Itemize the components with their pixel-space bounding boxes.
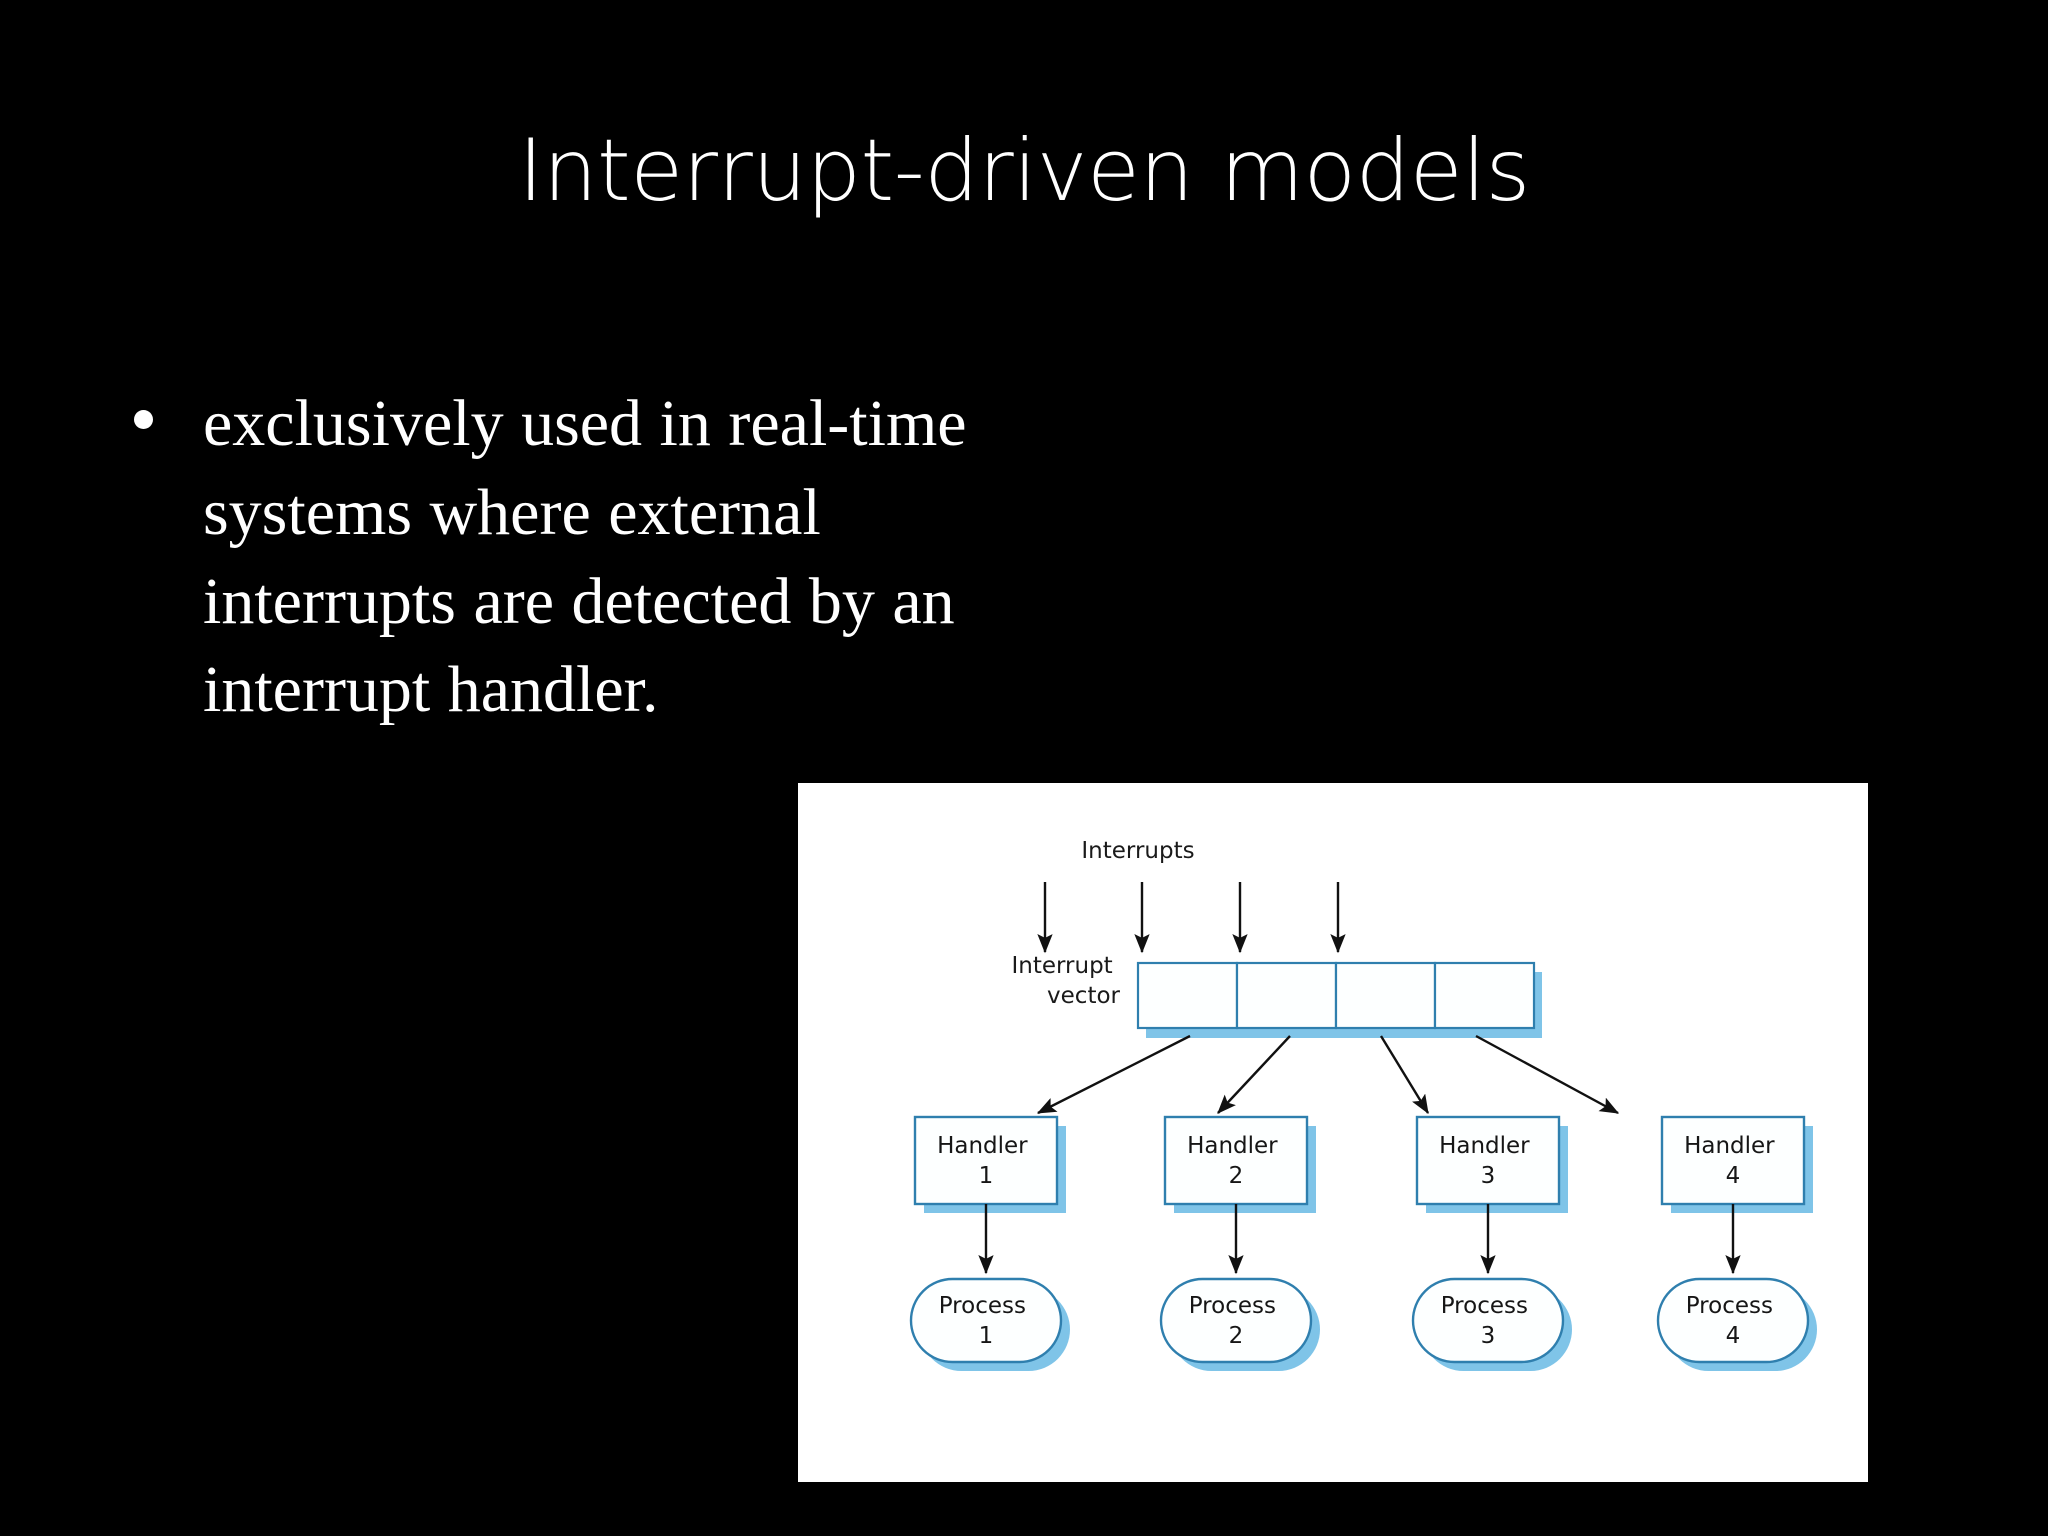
process-node-3[interactable]: Process 3 — [1411, 1277, 1572, 1371]
handler-label-2: Handler 2 — [1187, 1133, 1285, 1189]
vector-to-handler-arrow-1 — [1036, 1034, 1191, 1115]
process-oval-4[interactable] — [1656, 1277, 1810, 1364]
handler-node-2[interactable]: Handler 2 — [1163, 1115, 1316, 1213]
process-label-4: Process 4 — [1686, 1293, 1781, 1349]
handler-box-4[interactable] — [1660, 1115, 1806, 1206]
handler-label-1: Handler 1 — [937, 1133, 1035, 1189]
interrupts-label: Interrupts — [1081, 838, 1194, 864]
handler-box-2[interactable] — [1163, 1115, 1309, 1206]
interrupt-vector-cell-1[interactable] — [1136, 961, 1239, 1030]
interrupt-vector-cell-3[interactable] — [1334, 961, 1437, 1030]
handler-node-4[interactable]: Handler 4 — [1660, 1115, 1813, 1213]
process-node-1[interactable]: Process 1 — [909, 1277, 1070, 1371]
process-node-4[interactable]: Process 4 — [1656, 1277, 1817, 1371]
bullet-text: exclusively used in real-time systems wh… — [203, 387, 967, 727]
process-node-2[interactable]: Process 2 — [1159, 1277, 1320, 1371]
vector-to-handler-arrow-2 — [1217, 1035, 1291, 1114]
vector-to-handler-arrow-3 — [1379, 1035, 1430, 1115]
handler-node-3[interactable]: Handler 3 — [1415, 1115, 1568, 1213]
handler-box-3[interactable] — [1415, 1115, 1561, 1206]
list-item: exclusively used in real-time systems wh… — [120, 380, 1000, 735]
handler-node-1[interactable]: Handler 1 — [913, 1115, 1066, 1213]
interrupt-vector-label: Interrupt vector — [1011, 953, 1120, 1009]
process-oval-3[interactable] — [1411, 1277, 1565, 1364]
interrupt-model-diagram: Interrupts Interrupt vector — [798, 783, 1868, 1482]
handler-label-3: Handler 3 — [1439, 1133, 1537, 1189]
vector-to-handler-arrow-4 — [1475, 1034, 1620, 1115]
interrupt-vector-cell-2[interactable] — [1235, 961, 1338, 1030]
process-oval-2[interactable] — [1159, 1277, 1313, 1364]
interrupt-vector-cell-4[interactable] — [1433, 961, 1536, 1030]
bullet-list: exclusively used in real-time systems wh… — [120, 380, 1000, 735]
process-oval-1[interactable] — [909, 1277, 1063, 1364]
handler-box-1[interactable] — [913, 1115, 1059, 1206]
process-label-1: Process 1 — [939, 1293, 1034, 1349]
process-label-2: Process 2 — [1189, 1293, 1284, 1349]
process-label-3: Process 3 — [1441, 1293, 1536, 1349]
page-title: Interrupt-driven models — [518, 121, 1530, 221]
handler-label-4: Handler 4 — [1684, 1133, 1782, 1189]
bullet-dot-icon — [134, 410, 153, 429]
interrupt-vector — [1136, 961, 1536, 1030]
